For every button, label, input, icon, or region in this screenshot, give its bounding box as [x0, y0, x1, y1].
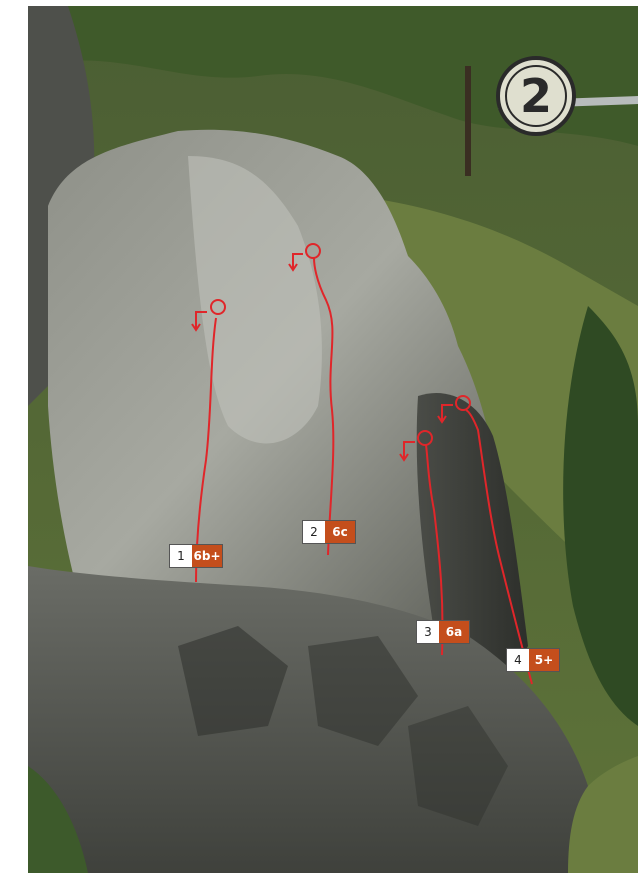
- foreground-shrub: [28, 766, 88, 873]
- route-number: 3: [417, 621, 439, 643]
- boulder-shadow: [408, 706, 508, 826]
- boulder-shadow: [308, 636, 418, 746]
- sector-number: 2: [519, 69, 552, 123]
- route-grade: 6b+: [192, 545, 222, 567]
- crag-photo-drawing: [28, 6, 638, 873]
- tree-canopy: [28, 6, 638, 146]
- sector-badge-ring: 2: [505, 65, 567, 127]
- tree-trunk: [465, 66, 471, 176]
- route-label-3: 3 6a: [416, 620, 470, 644]
- route-label-2: 2 6c: [302, 520, 356, 544]
- light-slab: [188, 156, 322, 444]
- crag-photo: [28, 6, 638, 873]
- pine-tree: [563, 306, 638, 726]
- route-number: 4: [507, 649, 529, 671]
- boulder-shadow: [178, 626, 288, 736]
- route-label-4: 4 5+: [506, 648, 560, 672]
- route-grade: 6a: [439, 621, 469, 643]
- route-label-1: 1 6b+: [169, 544, 223, 568]
- route-number: 2: [303, 521, 325, 543]
- sector-badge: 2: [496, 56, 576, 136]
- route-grade: 5+: [529, 649, 559, 671]
- route-number: 1: [170, 545, 192, 567]
- route-grade: 6c: [325, 521, 355, 543]
- foreground-grass: [568, 756, 638, 873]
